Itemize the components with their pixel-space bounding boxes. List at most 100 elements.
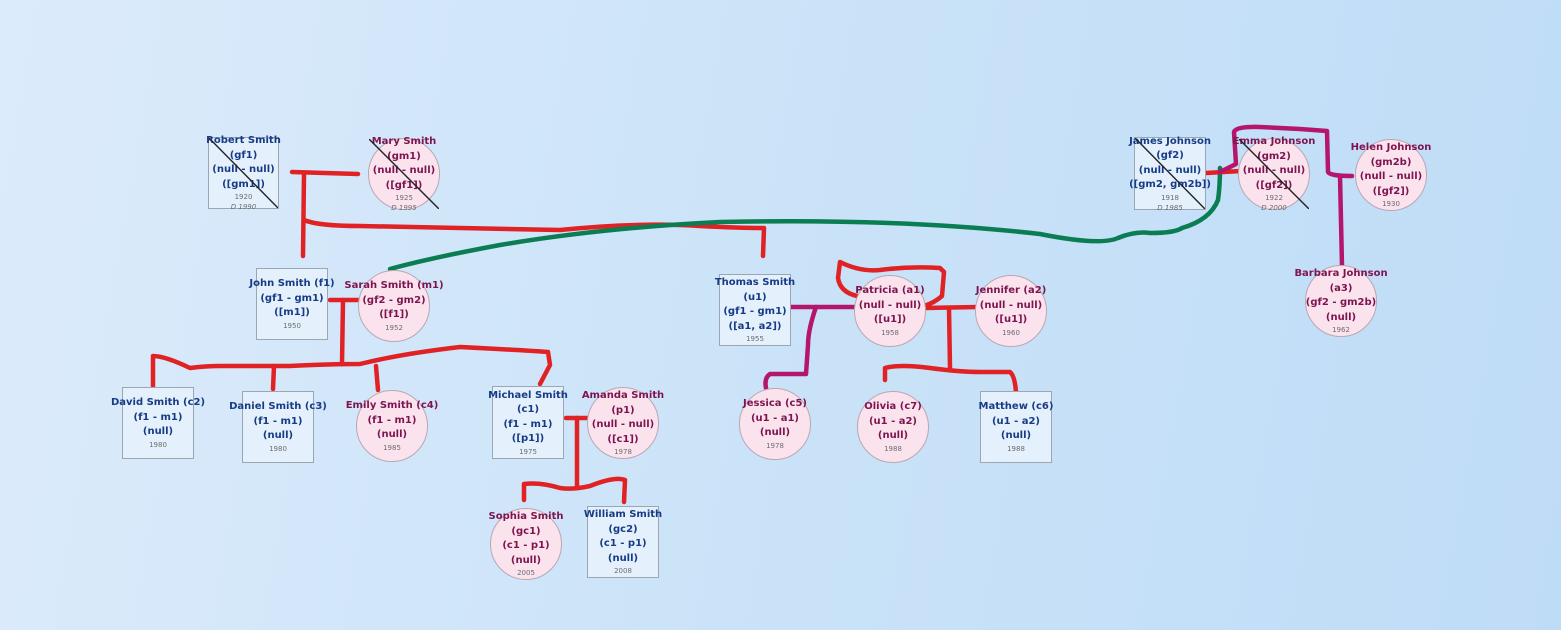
person-sarah-smith[interactable]: Sarah Smith (m1) (gf2 - gm2) ([f1]) 1952 [344,270,444,342]
person-name: Helen Johnson [1350,142,1432,153]
person-id: (p1) [611,404,635,416]
person-spouses: (null) [1000,430,1032,442]
person-birth-year: 1950 [283,321,301,330]
link-gf2-gm2b-couple [1217,124,1355,179]
person-spouses: ([gf1]) [385,179,423,191]
person-birth-year: 1988 [884,444,902,453]
person-james-johnson[interactable]: James Johnson (gf2) (null - null) ([gm2,… [1129,136,1211,212]
person-name: Patricia (a1) [855,285,925,297]
person-birth-year: 1920 [234,193,253,201]
person-id: (u1) [743,291,767,303]
person-parents: (f1 - m1) [133,411,183,423]
person-emma-johnson[interactable]: Emma Johnson (gm2) (null - null) ([gf2])… [1233,136,1316,212]
person-spouses: ([a1, a2]) [728,320,782,332]
person-id: (gf1) [229,149,258,161]
person-birth-year: 2008 [614,567,632,575]
person-name: Emma Johnson [1232,136,1316,147]
link-f1-m1-children [150,344,553,389]
link-u1-a2-down [946,305,953,371]
person-parents: (null - null) [858,299,922,311]
link-a1-a2-loop [835,259,947,309]
person-parents: (null - null) [1359,171,1423,182]
person-death-year: D 1985 [1157,203,1183,212]
person-name: John Smith (f1) [249,278,335,290]
person-parents: (null - null) [212,164,275,175]
person-spouses: ([f1]) [379,309,409,321]
link-to-emily [373,363,381,393]
link-u1-a2-children [882,363,1019,396]
person-birth-year: 2005 [517,569,535,577]
person-birth-year: 1952 [385,323,403,332]
person-parents: (null - null) [1242,165,1306,176]
person-parents: (u1 - a2) [991,415,1041,427]
link-gf1-gm1-to-thomas [301,217,767,259]
person-amanda-smith[interactable]: Amanda Smith (p1) (null - null) ([c1]) 1… [582,387,664,459]
person-john-smith[interactable]: John Smith (f1) (gf1 - gm1) ([m1]) 1950 [249,268,335,340]
person-birth-year: 1962 [1332,326,1350,334]
person-birth-year: 1978 [614,448,632,456]
person-emily-smith[interactable]: Emily Smith (c4) (f1 - m1) (null) 1985 [346,390,438,462]
person-parents: (f1 - m1) [253,415,303,427]
person-parents: (gf2 - gm2b) [1305,297,1377,308]
person-birth-year: 1960 [1002,328,1020,337]
person-daniel-smith[interactable]: Daniel Smith (c3) (f1 - m1) (null) 1980 [229,391,327,463]
person-spouses: (null) [262,430,294,442]
person-parents: (gf1 - gm1) [723,306,787,317]
person-spouses: (null) [376,429,408,441]
person-olivia[interactable]: Olivia (c7) (u1 - a2) (null) 1988 [857,391,929,463]
person-robert-smith[interactable]: Robert Smith (gf1) (null - null) ([gm1])… [206,135,281,211]
person-name: William Smith [583,509,663,520]
person-id: (gc1) [511,525,541,537]
person-name: Emily Smith (c4) [345,400,439,412]
link-sarah-to-gf2-gm2 [387,165,1223,272]
person-birth-year: 1930 [1382,200,1400,208]
person-parents: (gf1 - gm1) [260,292,324,304]
person-name: James Johnson [1129,135,1211,147]
person-spouses: (null) [1325,311,1357,323]
person-name: David Smith (c2) [110,397,206,409]
person-birth-year: 1918 [1161,193,1179,202]
person-id: (gf2) [1156,150,1184,161]
person-mary-smith[interactable]: Mary Smith (gm1) (null - null) ([gf1]) 1… [368,136,440,212]
person-name: Daniel Smith (c3) [229,401,327,413]
person-name: Jessica (c5) [742,398,808,410]
person-spouses: ([gm2, gm2b]) [1129,179,1211,190]
person-thomas-smith[interactable]: Thomas Smith (u1) (gf1 - gm1) ([a1, a2])… [715,274,795,346]
person-michael-smith[interactable]: Michael Smith (c1) (f1 - m1) ([p1]) 1975 [488,386,568,459]
person-birth-year: 1975 [519,447,537,456]
person-name: Robert Smith [206,135,281,146]
person-parents: (u1 - a1) [750,412,800,424]
person-parents: (c1 - p1) [599,538,647,549]
person-spouses: (null) [759,427,791,439]
person-id: (gm2) [1257,150,1291,162]
person-helen-johnson[interactable]: Helen Johnson (gm2b) (null - null) ([gf2… [1351,139,1431,211]
person-id: (gm2b) [1370,156,1412,168]
person-birth-year: 1958 [881,328,899,337]
link-gf2-gm2b-down [1337,173,1345,269]
person-spouses: ([u1]) [994,314,1028,326]
person-name: Olivia (c7) [864,401,922,413]
person-id: (a3) [1329,282,1353,294]
person-spouses: ([gm1]) [222,178,265,190]
person-david-smith[interactable]: David Smith (c2) (f1 - m1) (null) 1980 [111,387,205,459]
person-parents: (f1 - m1) [367,414,417,426]
person-spouses: ([m1]) [274,307,310,319]
person-william-smith[interactable]: William Smith (gc2) (c1 - p1) (null) 200… [583,506,663,578]
person-birth-year: 1922 [1265,194,1283,202]
person-jessica[interactable]: Jessica (c5) (u1 - a1) (null) 1978 [739,388,811,460]
person-spouses: ([p1]) [511,433,545,444]
person-patricia[interactable]: Patricia (a1) (null - null) ([u1]) 1958 [854,275,926,347]
person-matthew[interactable]: Matthew (c6) (u1 - a2) (null) 1988 [978,391,1054,463]
person-name: Matthew (c6) [978,401,1054,413]
person-birth-year: 1988 [1007,444,1025,453]
person-jennifer[interactable]: Jennifer (a2) (null - null) ([u1]) 1960 [975,275,1047,347]
person-birth-year: 1978 [766,441,784,450]
person-name: Jennifer (a2) [975,285,1047,297]
person-name: Mary Smith [371,136,437,147]
person-spouses: (null) [510,554,542,566]
person-sophia-smith[interactable]: Sophia Smith (gc1) (c1 - p1) (null) 2005 [489,508,563,580]
person-barbara-johnson[interactable]: Barbara Johnson (a3) (gf2 - gm2b) (null)… [1294,265,1388,337]
person-spouses: ([c1]) [607,433,639,445]
person-name: Michael Smith [488,389,568,401]
